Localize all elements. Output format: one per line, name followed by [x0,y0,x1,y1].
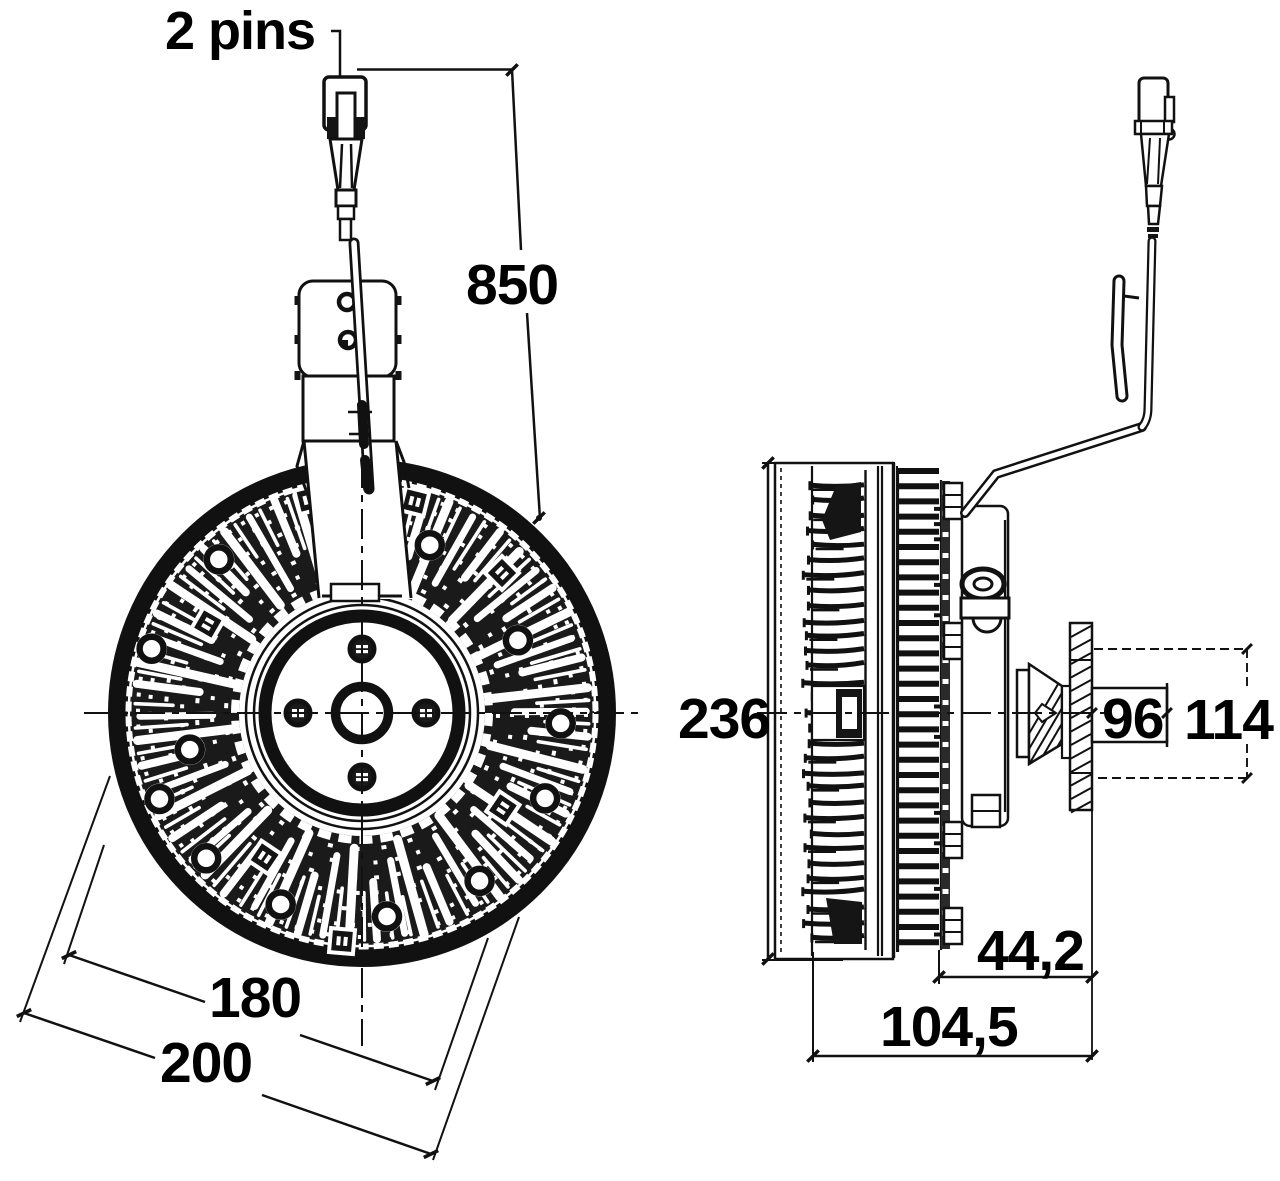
svg-text:200: 200 [160,1031,252,1095]
svg-text:2 pins: 2 pins [165,1,315,61]
svg-text:180: 180 [209,966,301,1030]
svg-text:850: 850 [466,253,558,317]
svg-text:236: 236 [678,687,770,751]
svg-text:96: 96 [1102,687,1163,751]
svg-text:44,2: 44,2 [977,919,1084,983]
svg-text:104,5: 104,5 [880,995,1018,1059]
svg-text:114: 114 [1184,688,1274,752]
